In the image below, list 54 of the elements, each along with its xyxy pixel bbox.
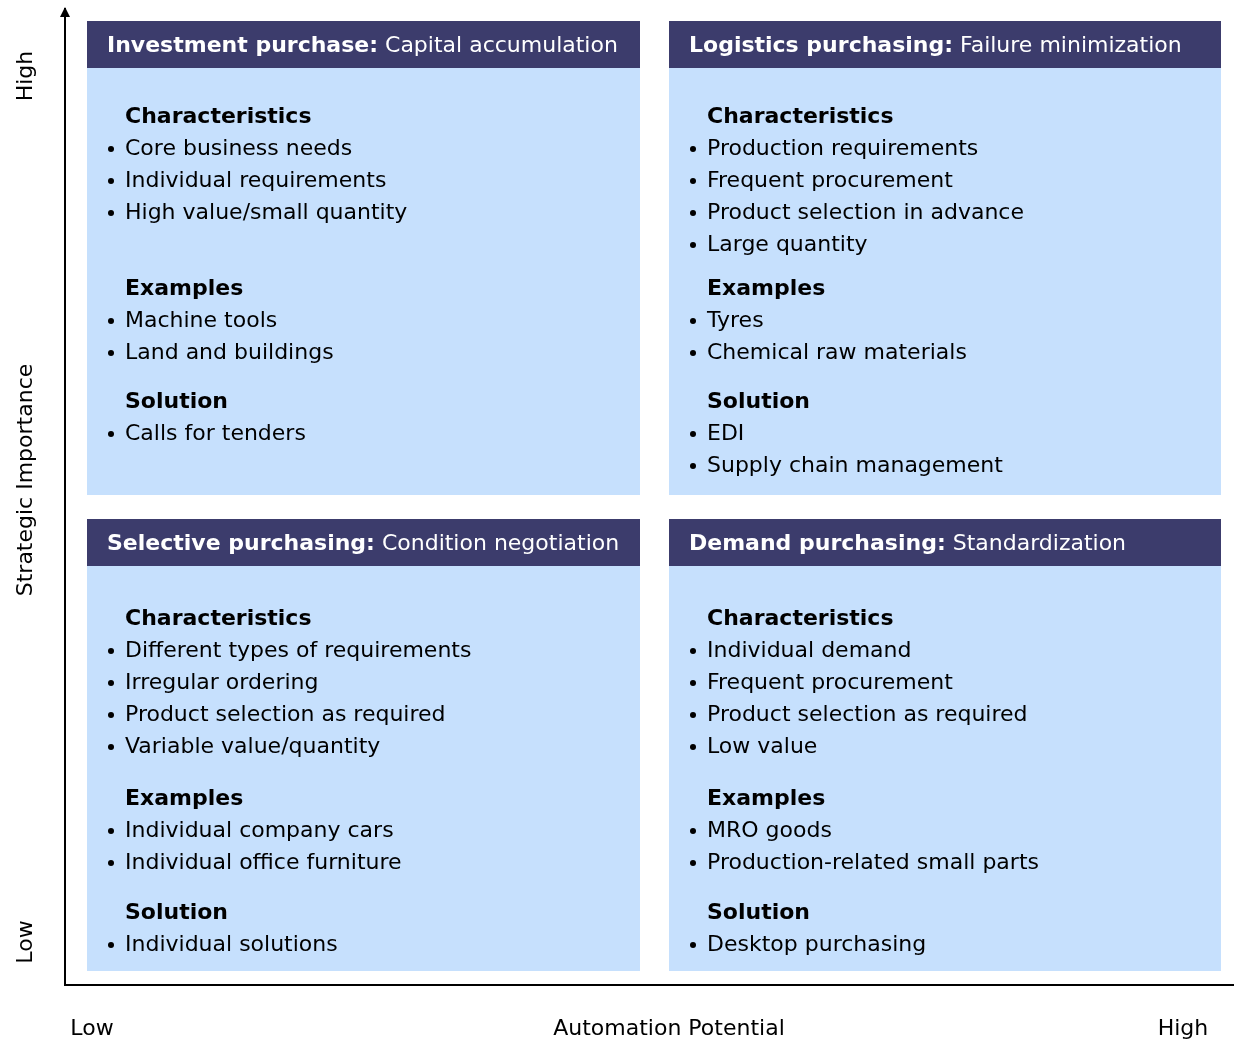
- bullet-text: Production-related small parts: [707, 849, 1039, 875]
- bullet-text: Machine tools: [125, 307, 278, 333]
- axis-title: Automation Potential: [553, 1015, 785, 1041]
- bullet-text: Low value: [707, 733, 818, 759]
- bullet-text: Land and buildings: [125, 339, 334, 365]
- section-heading: Characteristics: [707, 605, 894, 631]
- bullet-text: Tyres: [707, 307, 764, 333]
- bullet-text: Calls for tenders: [125, 420, 306, 446]
- bullet-text: Variable value/quantity: [125, 733, 381, 759]
- bullet-text: MRO goods: [707, 817, 832, 843]
- bullet-text: Individual office furniture: [125, 849, 402, 875]
- bullet-text: Supply chain management: [707, 452, 1003, 478]
- section-heading: Characteristics: [707, 103, 894, 129]
- axis-label: Low: [12, 920, 38, 964]
- quadrant-header: Selective purchasing: Condition negotiation: [87, 519, 640, 566]
- bullet-text: Different types of requirements: [125, 637, 472, 663]
- bullet-text: Individual solutions: [125, 931, 338, 957]
- section-heading: Solution: [707, 899, 810, 925]
- quadrant-header: Demand purchasing: Standardization: [669, 519, 1221, 566]
- bullet-text: Desktop purchasing: [707, 931, 927, 957]
- section-heading: Solution: [707, 388, 810, 414]
- section-heading: Examples: [125, 275, 244, 301]
- quadrant-box: [669, 21, 1221, 495]
- bullet-text: Large quantity: [707, 231, 868, 257]
- section-heading: Solution: [125, 388, 228, 414]
- bullet-text: EDI: [707, 420, 745, 446]
- bullet-text: Product selection as required: [125, 701, 446, 727]
- axis-label: High: [12, 50, 38, 102]
- axis-label: High: [1157, 1015, 1209, 1041]
- quadrant-box: [669, 519, 1221, 971]
- quadrant-box: [87, 519, 640, 971]
- bullet-text: Product selection in advance: [707, 199, 1024, 225]
- section-heading: Examples: [707, 785, 826, 811]
- section-heading: Solution: [125, 899, 228, 925]
- bullet-text: Individual demand: [707, 637, 912, 663]
- section-heading: Examples: [707, 275, 826, 301]
- quadrant-header: Investment purchase: Capital accumulation: [87, 21, 640, 68]
- bullet-text: Chemical raw materials: [707, 339, 967, 365]
- bullet-text: Production requirements: [707, 135, 979, 161]
- axis-title: Strategic Importance: [12, 363, 38, 597]
- bullet-text: Product selection as required: [707, 701, 1028, 727]
- quadrant-box: [87, 21, 640, 495]
- bullet-text: High value/small quantity: [125, 199, 408, 225]
- bullet-text: Frequent procurement: [707, 167, 953, 193]
- section-heading: Characteristics: [125, 605, 312, 631]
- bullet-text: Core business needs: [125, 135, 353, 161]
- section-heading: Characteristics: [125, 103, 312, 129]
- section-heading: Examples: [125, 785, 244, 811]
- bullet-text: Frequent procurement: [707, 669, 953, 695]
- quadrant-header: Logistics purchasing: Failure minimization: [669, 21, 1221, 68]
- bullet-text: Irregular ordering: [125, 669, 319, 695]
- bullet-text: Individual company cars: [125, 817, 394, 843]
- bullet-text: Individual requirements: [125, 167, 387, 193]
- axis-label: Low: [70, 1015, 114, 1041]
